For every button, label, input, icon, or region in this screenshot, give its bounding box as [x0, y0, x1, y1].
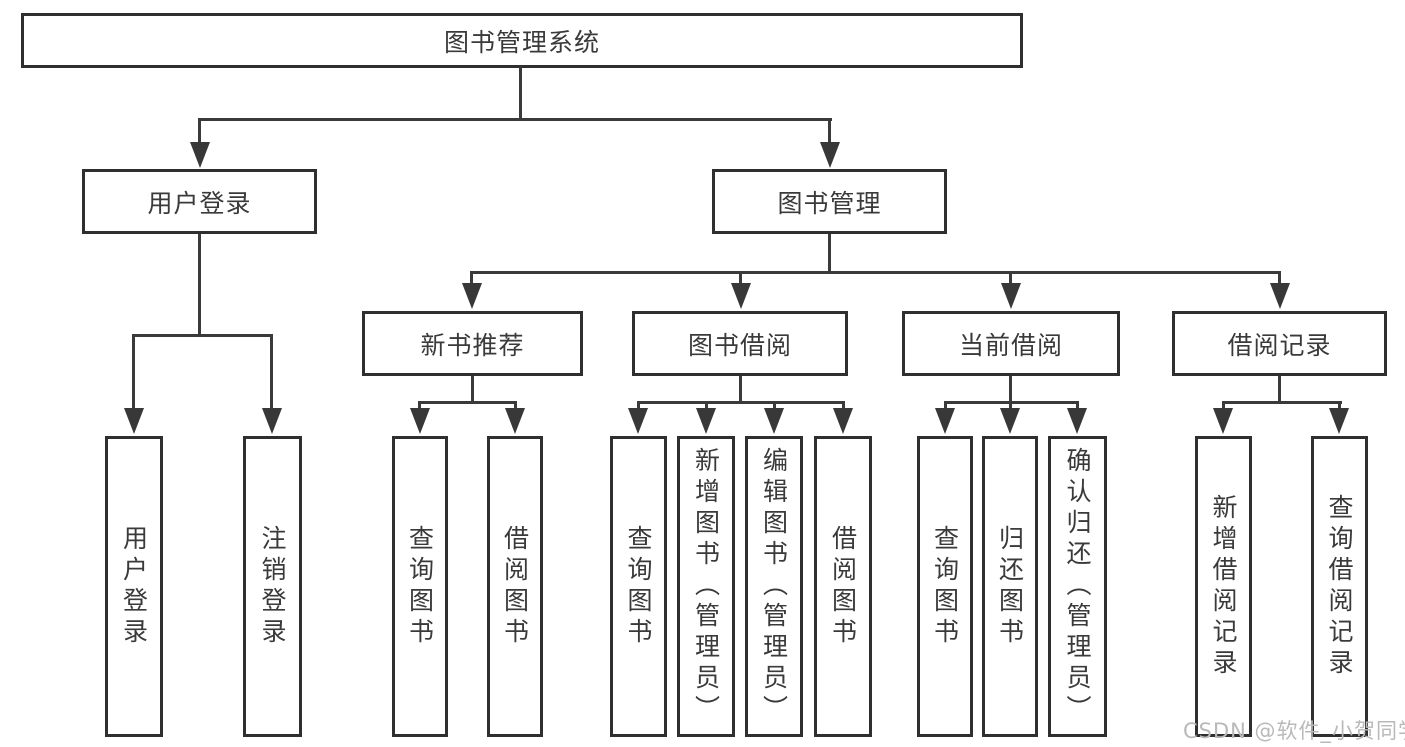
node-root-label: 图书管理系统 — [443, 27, 600, 57]
connector-to-book-mgmt-stem — [828, 118, 831, 145]
connector-g2-c3-stem — [773, 401, 776, 410]
connector-user-leaf2-stem — [270, 334, 273, 410]
connector-g3-c1-stem — [944, 401, 947, 410]
connector-g2-hbar — [637, 401, 845, 404]
connector-g1-c2-stem — [514, 401, 517, 410]
arrowhead-user-login — [190, 142, 210, 168]
csdn-watermark: CSDN @软件_小贺同学 — [1183, 719, 1405, 743]
connector-l3-1-stem — [470, 271, 473, 284]
arrowhead-g1-c1 — [410, 408, 430, 434]
connector-g1-c1-stem — [418, 401, 421, 410]
arrowhead-l3-records — [1270, 283, 1290, 309]
node-book-mgmt-label: 图书管理 — [777, 188, 882, 218]
leaf-return-books-label: 归还图书 — [995, 524, 1025, 649]
connector-to-user-login-stem — [198, 118, 201, 145]
leaf-return-books: 归还图书 — [982, 436, 1038, 737]
connector-book-hbar — [470, 271, 1281, 274]
arrowhead-user-leaf1 — [124, 408, 144, 434]
leaf-logout: 注销登录 — [243, 436, 302, 737]
arrowhead-g3-c2 — [1000, 408, 1020, 434]
arrowhead-g2-c1 — [628, 408, 648, 434]
node-borrow-records-label: 借阅记录 — [1227, 330, 1332, 360]
leaf-query-borrow-record-label: 查询借阅记录 — [1325, 493, 1354, 680]
leaf-user-login: 用户登录 — [105, 436, 163, 737]
node-user-login: 用户登录 — [82, 169, 317, 234]
connector-g3-stem — [1009, 376, 1012, 404]
node-user-login-label: 用户登录 — [147, 188, 252, 218]
connector-g3-c3-stem — [1076, 401, 1079, 410]
leaf-new-query-books-label: 查询图书 — [405, 524, 435, 649]
arrowhead-l3-borrow — [731, 283, 751, 309]
leaf-new-query-books: 查询图书 — [392, 436, 448, 737]
node-current-borrow-label: 当前借阅 — [958, 330, 1063, 360]
leaf-borrow-query-books-label: 查询图书 — [624, 524, 653, 649]
connector-g3-c2-stem — [1009, 401, 1012, 410]
arrowhead-g2-c2 — [696, 408, 716, 434]
node-borrow-records: 借阅记录 — [1172, 311, 1387, 376]
leaf-logout-label: 注销登录 — [258, 524, 287, 649]
connector-g4-stem — [1278, 376, 1281, 404]
leaf-borrow-books: 借阅图书 — [814, 436, 872, 737]
connector-user-leaf1-stem — [132, 334, 135, 410]
arrowhead-g3-c3 — [1067, 408, 1087, 434]
arrowhead-l3-new-books — [462, 283, 482, 309]
node-new-books: 新书推荐 — [362, 311, 583, 376]
leaf-current-query-books-label: 查询图书 — [930, 524, 960, 649]
connector-root-stem — [519, 67, 522, 119]
connector-g1-hbar — [418, 401, 517, 404]
leaf-query-borrow-record: 查询借阅记录 — [1311, 436, 1368, 737]
arrowhead-g4-c2 — [1329, 408, 1349, 434]
connector-g1-stem — [471, 376, 474, 404]
node-root: 图书管理系统 — [21, 13, 1023, 68]
connector-l3-3-stem — [1009, 271, 1012, 284]
leaf-user-login-label: 用户登录 — [119, 524, 149, 649]
connector-g2-stem — [739, 376, 742, 404]
leaf-confirm-return-admin: 确认归还（管理员） — [1048, 436, 1107, 737]
leaf-add-borrow-record-label: 新增借阅记录 — [1209, 493, 1238, 680]
leaf-confirm-return-admin-label: 确认归还（管理员） — [1063, 447, 1092, 726]
leaf-add-books-admin-label: 新增图书（管理员） — [691, 447, 721, 726]
leaf-add-books-admin: 新增图书（管理员） — [677, 436, 735, 737]
connector-g2-c2-stem — [705, 401, 708, 410]
leaf-borrow-query-books: 查询图书 — [610, 436, 667, 737]
connector-g2-c1-stem — [637, 401, 640, 410]
leaf-add-borrow-record: 新增借阅记录 — [1195, 436, 1252, 737]
arrowhead-g4-c1 — [1213, 408, 1233, 434]
arrowhead-g3-c1 — [935, 408, 955, 434]
node-book-borrow-label: 图书借阅 — [687, 330, 792, 360]
connector-user-stem — [198, 234, 201, 336]
node-book-mgmt: 图书管理 — [712, 169, 947, 234]
leaf-new-borrow-books: 借阅图书 — [487, 436, 543, 737]
connector-l3-4-stem — [1278, 271, 1281, 284]
connector-root-hbar — [198, 118, 832, 121]
leaf-borrow-books-label: 借阅图书 — [828, 524, 858, 649]
arrowhead-l3-current — [1001, 283, 1021, 309]
arrowhead-g2-c3 — [764, 408, 784, 434]
arrowhead-book-mgmt — [820, 142, 840, 168]
leaf-current-query-books: 查询图书 — [917, 436, 973, 737]
leaf-edit-books-admin: 编辑图书（管理员） — [745, 436, 803, 737]
leaf-edit-books-admin-label: 编辑图书（管理员） — [759, 447, 789, 726]
connector-g2-c4-stem — [842, 401, 845, 410]
connector-g4-c1-stem — [1222, 401, 1225, 410]
connector-user-hbar — [132, 334, 273, 337]
connector-g4-hbar — [1222, 401, 1342, 404]
arrowhead-g1-c2 — [505, 408, 525, 434]
connector-book-stem — [828, 234, 831, 273]
arrowhead-user-leaf2 — [262, 408, 282, 434]
node-current-borrow: 当前借阅 — [902, 311, 1120, 376]
node-book-borrow: 图书借阅 — [632, 311, 848, 376]
node-new-books-label: 新书推荐 — [420, 330, 525, 360]
connector-g4-c2-stem — [1338, 401, 1341, 410]
leaf-new-borrow-books-label: 借阅图书 — [500, 524, 530, 649]
arrowhead-g2-c4 — [833, 408, 853, 434]
connector-l3-2-stem — [739, 271, 742, 284]
